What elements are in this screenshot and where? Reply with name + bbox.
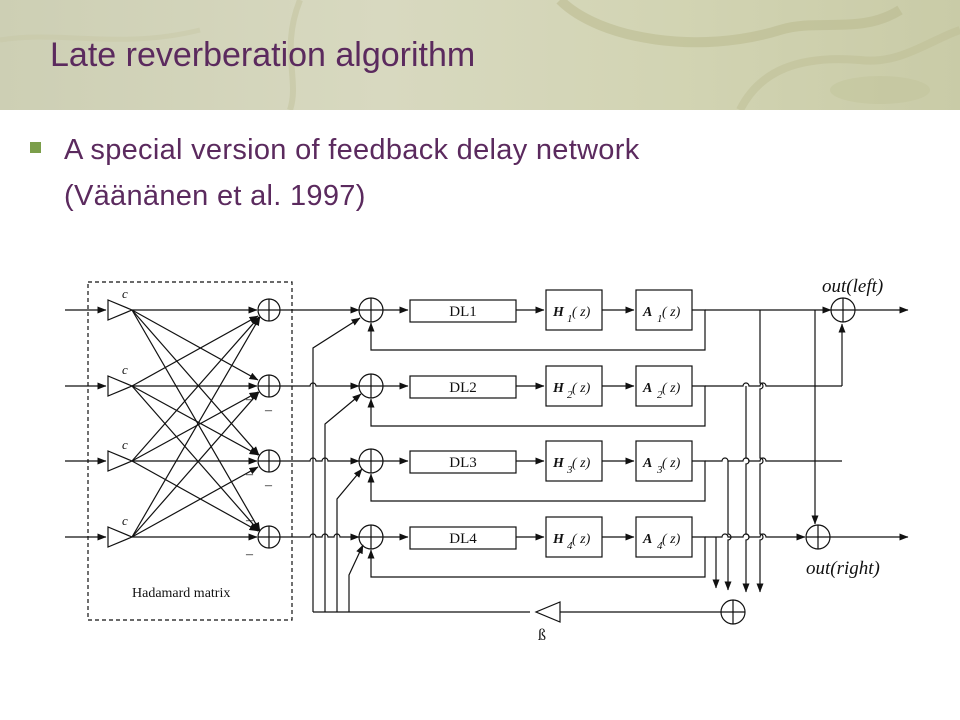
- feedback-gain-triangle: [534, 601, 561, 623]
- h3-z: ( z): [572, 456, 591, 471]
- minus-sign-3a: –: [245, 467, 254, 482]
- out-right-label: out(right): [806, 558, 880, 579]
- a1-letter: A: [642, 305, 652, 320]
- h4-letter: H: [552, 532, 565, 547]
- gain-label-2: c: [122, 362, 128, 377]
- delay-line-1: [409, 299, 517, 323]
- bullet-square-icon: [30, 142, 41, 153]
- gain-c-triangle-3: [107, 450, 134, 472]
- h2-index: 2: [567, 389, 573, 401]
- dl2-label: DL2: [449, 380, 477, 396]
- a4-index: 4: [657, 540, 663, 552]
- header-texture: [0, 0, 960, 110]
- gain-c-triangle-1: [107, 299, 134, 321]
- a2-letter: A: [642, 381, 652, 396]
- gain-c-triangle-4: [107, 526, 134, 548]
- a1-index: 1: [657, 313, 663, 325]
- minus-sign-2b: –: [264, 403, 273, 418]
- beta-label: ß: [538, 627, 546, 644]
- a3-index: 3: [656, 464, 663, 476]
- a1-z: ( z): [662, 305, 681, 320]
- h2-z: ( z): [572, 381, 591, 396]
- hadamard-box: [87, 281, 293, 621]
- dl3-label: DL3: [449, 455, 477, 471]
- a2-index: 2: [657, 389, 663, 401]
- a3-letter: A: [642, 456, 652, 471]
- h1-letter: H: [552, 305, 565, 320]
- delay-line-2: [409, 375, 517, 399]
- gain-label-4: c: [122, 513, 128, 528]
- h4-z: ( z): [572, 532, 591, 547]
- h3-letter: H: [552, 456, 565, 471]
- h2-letter: H: [552, 381, 565, 396]
- minus-sign-4b: –: [245, 547, 254, 562]
- a4-letter: A: [642, 532, 652, 547]
- hadamard-crossings: [131, 306, 261, 541]
- dl4-label: DL4: [449, 531, 477, 547]
- minus-sign-4a: –: [245, 513, 254, 528]
- hadamard-label: Hadamard matrix: [132, 586, 230, 601]
- slide-title: Late reverberation algorithm: [50, 36, 476, 74]
- gain-label-1: c: [122, 286, 128, 301]
- dl1-label: DL1: [449, 304, 477, 320]
- h3-index: 3: [566, 464, 573, 476]
- minus-sign-3b: –: [264, 478, 273, 493]
- gain-c-triangle-2: [107, 375, 134, 397]
- bullet-text-line-2: (Väänänen et al. 1997): [64, 180, 366, 212]
- a2-z: ( z): [662, 381, 681, 396]
- minus-sign-2a: –: [245, 392, 254, 407]
- delay-line-3: [409, 450, 517, 474]
- h1-z: ( z): [572, 305, 591, 320]
- a4-z: ( z): [662, 532, 681, 547]
- header-band: Late reverberation algorithm: [0, 0, 960, 110]
- bullet-text-line-1: A special version of feedback delay netw…: [64, 134, 640, 166]
- delay-line-4: [409, 526, 517, 550]
- a3-z: ( z): [662, 456, 681, 471]
- h1-index: 1: [567, 313, 573, 325]
- fdn-diagram: c c c c – – – – – – Hadamard matrix DL1 …: [65, 276, 909, 644]
- out-left-label: out(left): [822, 276, 883, 297]
- gain-label-3: c: [122, 437, 128, 452]
- h4-index: 4: [567, 540, 573, 552]
